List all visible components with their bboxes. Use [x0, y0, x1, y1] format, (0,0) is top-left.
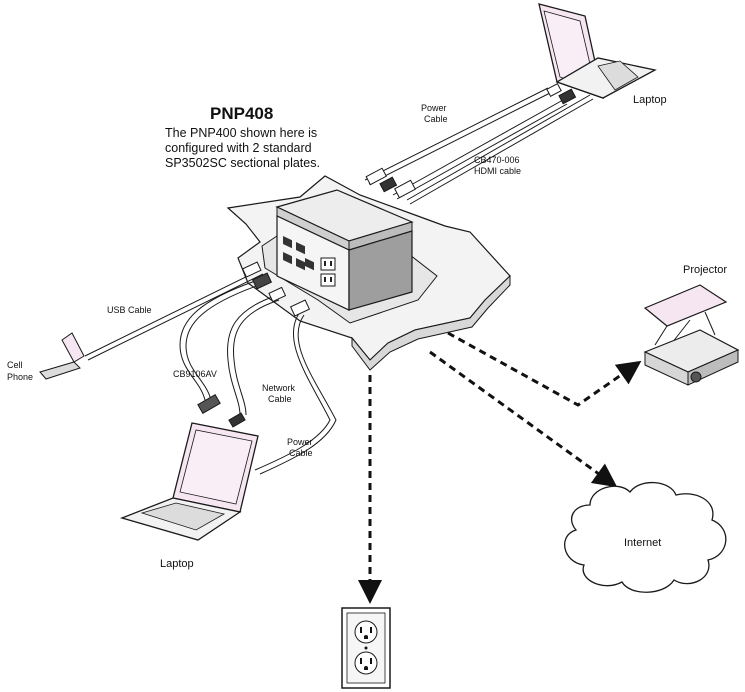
- description-line-1: The PNP400 shown here is: [165, 126, 317, 140]
- dashed-arrows: [358, 331, 642, 604]
- cb9106av-label: CB9106AV: [173, 369, 217, 379]
- network-cable-label-1: Network: [262, 383, 296, 393]
- power-cable-top-label-2: Cable: [424, 114, 448, 124]
- diagram-title: PNP408: [210, 104, 273, 123]
- projector-label: Projector: [683, 264, 727, 276]
- internet-cloud: [564, 481, 727, 593]
- cell-phone: [39, 332, 85, 380]
- internet-label: Internet: [624, 537, 661, 549]
- description-line-3: SP3502SC sectional plates.: [165, 156, 320, 170]
- top-plugs: [365, 82, 577, 199]
- top-cables: [364, 87, 594, 205]
- power-outlets: [320, 257, 336, 287]
- projector: [643, 284, 740, 386]
- power-cable-bottom-label-1: Power: [287, 437, 313, 447]
- usb-cable-label: USB Cable: [107, 305, 152, 315]
- laptop-top: [538, 3, 657, 99]
- description-line-2: configured with 2 standard: [165, 141, 312, 155]
- power-cable-top-label-1: Power: [421, 103, 447, 113]
- left-cables: [84, 269, 337, 475]
- cell-phone-label-1: Cell: [7, 360, 23, 370]
- laptop-bottom-label: Laptop: [160, 558, 194, 570]
- laptop-bottom: [119, 422, 259, 541]
- laptop-top-label: Laptop: [633, 94, 667, 106]
- hdmi-cable-label-2: HDMI cable: [474, 166, 521, 176]
- pnp408-box: [275, 189, 414, 311]
- hdmi-cable-label-1: CB470-006: [474, 155, 520, 165]
- network-cable-label-2: Cable: [268, 394, 292, 404]
- wall-outlet: [341, 607, 391, 689]
- power-cable-bottom-label-2: Cable: [289, 448, 313, 458]
- cell-phone-label-2: Phone: [7, 372, 33, 382]
- sectional-plate-left: [283, 236, 314, 271]
- left-plugs: [197, 261, 311, 428]
